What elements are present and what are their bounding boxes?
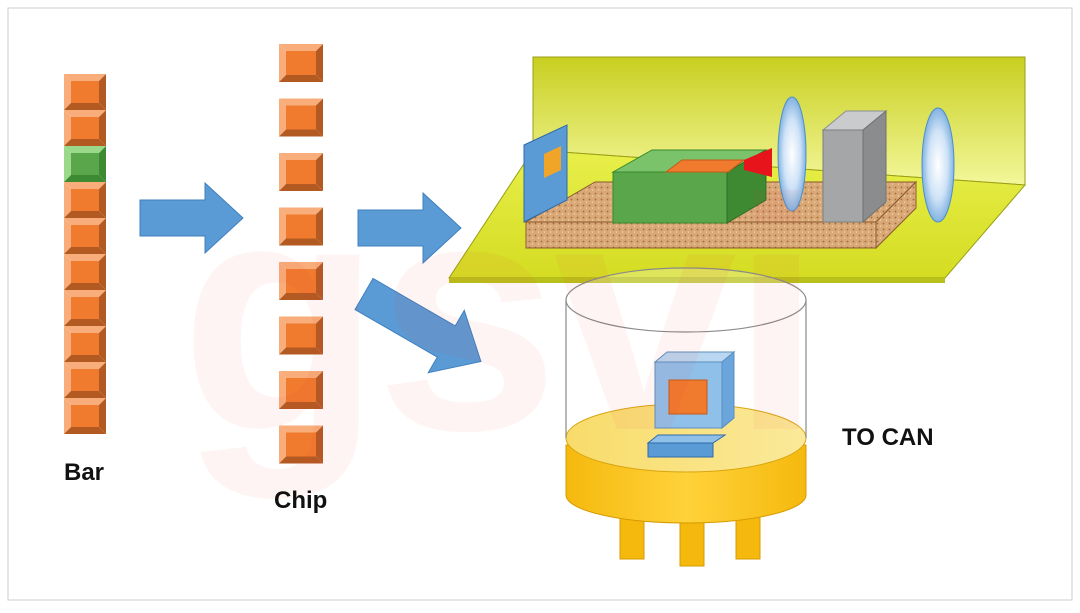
to-can-cap-top [565,267,807,333]
process-arrow-icon [139,181,244,255]
chip-icon [279,371,323,409]
chip-icon [279,207,323,246]
chip-label: Chip [274,487,328,514]
bar-segment [64,218,106,254]
bar-segment [64,362,106,398]
bar-segment [64,110,106,146]
process-arrow-icon [357,191,462,265]
to-can-chip-carrier-side [721,350,735,430]
to-can-laser-chip [668,379,708,415]
bar-stack-icon [64,74,106,434]
chip-icon [279,44,323,82]
chip-icon [279,262,323,300]
detector-window [544,146,561,178]
bar-segment [64,182,106,218]
to-can-pin [735,514,761,560]
lens-2 [921,107,955,223]
bar-segment [64,398,106,434]
bar-segment [64,74,106,110]
optical-bench-icon [448,56,1027,283]
bar-segment-defect [64,146,106,182]
to-can-label: TO CAN [842,424,934,451]
chip-column-icon [279,44,323,464]
to-can-pin [619,514,645,560]
bench-floor-edge [449,278,945,283]
filter-block-side [862,109,887,224]
bar-segment [64,290,106,326]
bar-label: Bar [64,459,105,486]
process-arrows [139,181,482,374]
filter-block-front [822,129,864,223]
cork-platform-side [875,180,917,250]
lens-1 [777,96,807,212]
chip-icon [279,153,323,191]
to-can-cap-walls [565,300,807,438]
diagram-frame [7,7,1073,601]
to-can-pin [679,519,705,567]
chip-icon [279,316,323,355]
chip-icon [279,425,323,464]
bar-segment [64,326,106,362]
chip-icon [279,98,323,137]
watermark: gsvi [180,130,822,499]
process-arrow-icon [354,277,482,374]
bar-segment [64,254,106,290]
to-can-package-icon [565,267,807,567]
laser-beam [744,148,772,177]
to-can-submount [647,442,714,458]
